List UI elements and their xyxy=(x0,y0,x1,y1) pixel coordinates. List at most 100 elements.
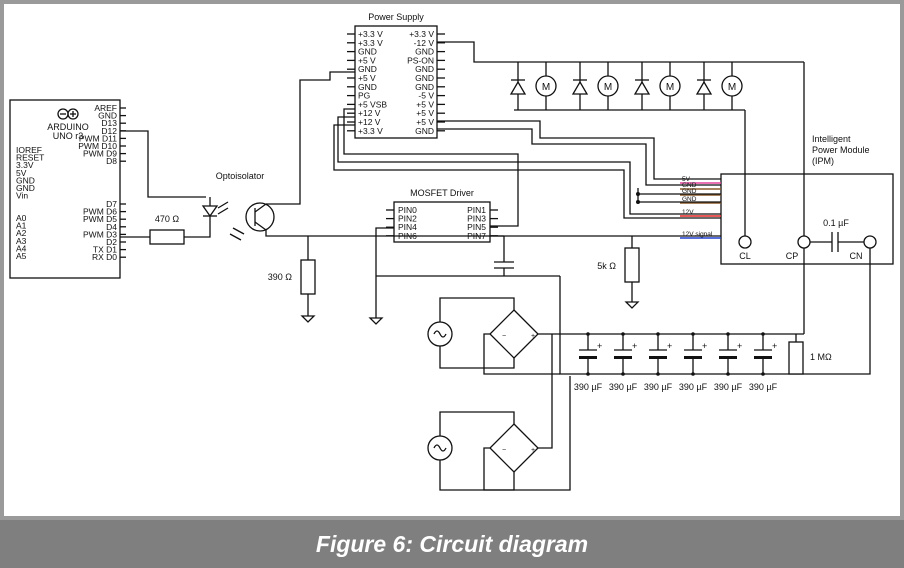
ground-icon xyxy=(624,301,640,309)
arduino-right-pin-label: GND xyxy=(98,111,117,121)
power-supply-left-pin-label: GND xyxy=(358,82,377,92)
motor-diode-pair: M xyxy=(571,62,619,110)
arduino-brand: ARDUINO xyxy=(47,122,89,132)
arduino-right-pin-label: PWM D11 xyxy=(79,133,117,143)
arduino-left-pin-label: GND xyxy=(16,183,35,193)
ipm-label-cp: CP xyxy=(786,251,799,261)
arduino-left-pin-label: A5 xyxy=(16,251,27,261)
motor-label: M xyxy=(666,82,674,93)
figure-caption: Figure 6: Circuit diagram xyxy=(315,530,589,557)
arduino-right-pin-label: D13 xyxy=(101,118,117,128)
arduino-right-pin-label: RX D0 xyxy=(92,252,117,262)
rectifier-plus: + xyxy=(531,447,535,454)
ground-icon xyxy=(368,317,384,325)
motor-label: M xyxy=(542,82,550,93)
arduino-left-pin-label: 3.3V xyxy=(16,160,34,170)
arduino-right-pin-label: D8 xyxy=(106,156,117,166)
bridge-rectifier-2: − + xyxy=(427,334,571,491)
mosfet-right-pin-label: PIN5 xyxy=(467,222,486,232)
caption-bar: Figure 6: Circuit diagram xyxy=(0,520,904,568)
diode-icon xyxy=(509,80,527,95)
arduino-right-pin-label: PWM D3 xyxy=(83,229,117,239)
power-supply-left-pin-label: +5 V xyxy=(358,73,376,83)
capacitor-label: 390 µF xyxy=(574,382,603,392)
ipm-label-cl: CL xyxy=(739,251,751,261)
power-supply-right-pin-label: +3.3 V xyxy=(409,29,434,39)
label-5k: 5k Ω xyxy=(597,261,616,271)
power-supply-left-pin-label: PG xyxy=(358,91,370,101)
capacitor-plate xyxy=(684,356,702,359)
resistor-1M xyxy=(788,341,804,375)
power-supply-right-pin-label: +5 V xyxy=(416,99,434,109)
resistor-390 xyxy=(300,259,316,295)
electrolytic-capacitor: +390 µF xyxy=(749,332,778,392)
mosfet-right-pin-label: PIN1 xyxy=(467,205,486,215)
mosfet-left-pin-label: PIN2 xyxy=(398,214,417,224)
power-supply-left-pin-label: +5 VSB xyxy=(358,99,387,109)
ipm-input-label: 12V xyxy=(682,209,694,216)
motor-diode-pair: M xyxy=(633,62,681,110)
motor-label: M xyxy=(604,82,612,93)
capacitor-plate xyxy=(754,356,772,359)
electrolytic-capacitor: +390 µF xyxy=(679,332,708,392)
capacitor-plus: + xyxy=(632,341,637,351)
label-1M: 1 MΩ xyxy=(810,352,832,362)
power-supply-right-pin-label: GND xyxy=(415,82,434,92)
arduino-left-pin-label: A1 xyxy=(16,221,27,231)
arduino-board: ARDUINO UNO r3 IOREFRESET3.3V5VGNDGNDVin… xyxy=(9,99,126,279)
arduino-left-pin-label: A3 xyxy=(16,236,27,246)
capacitor-label: 390 µF xyxy=(679,382,708,392)
power-supply-left-pin-label: +5 V xyxy=(358,55,376,65)
electrolytic-capacitor: +390 µF xyxy=(609,332,638,392)
arduino-right-pin-label: PWM D9 xyxy=(83,149,117,159)
arduino-logo-icon xyxy=(57,108,79,120)
bridge-rectifier-1: − + xyxy=(427,297,804,375)
arduino-left-pin-label: RESET xyxy=(16,153,44,163)
ground-icon xyxy=(300,315,316,323)
power-supply-left-pin-label: GND xyxy=(358,64,377,74)
capacitor-plus: + xyxy=(667,341,672,351)
mosfet-right-pin-label: PIN3 xyxy=(467,214,486,224)
capacitor-plus: + xyxy=(597,341,602,351)
rectifier-minus: − xyxy=(502,447,506,454)
capacitor-label: 390 µF xyxy=(749,382,778,392)
arduino-left-pin-label: Vin xyxy=(16,191,28,201)
power-supply-left-pin-label: +3.3 V xyxy=(358,38,383,48)
power-supply-right-pin-label: +5 V xyxy=(416,117,434,127)
arduino-right-pin-label: AREF xyxy=(94,103,117,113)
capacitor-bank: +390 µF+390 µF+390 µF+390 µF+390 µF+390 … xyxy=(574,332,778,392)
capacitor-label: 390 µF xyxy=(714,382,743,392)
rectifier-plus: + xyxy=(531,333,535,340)
power-supply-right-pin-label: GND xyxy=(415,126,434,136)
capacitor-plate xyxy=(579,356,597,359)
capacitor-plate xyxy=(719,356,737,359)
arduino-outline xyxy=(9,99,121,279)
capacitor-plate xyxy=(614,356,632,359)
mosfet-left-pin-label: PIN4 xyxy=(398,222,417,232)
arduino-right-pin-label: PWM D10 xyxy=(78,141,117,151)
arduino-right-pin-label: D4 xyxy=(106,222,117,232)
label-470: 470 Ω xyxy=(155,214,180,224)
motor-icon xyxy=(659,75,681,97)
ipm-title-line1: Intelligent xyxy=(812,134,851,144)
diode-icon xyxy=(571,80,589,95)
electrolytic-capacitor: +390 µF xyxy=(574,332,603,392)
capacitor-plus: + xyxy=(772,341,777,351)
arduino-left-pin-label: GND xyxy=(16,175,35,185)
power-supply-left-pin-label: +12 V xyxy=(358,117,381,127)
capacitor-plus: + xyxy=(702,341,707,351)
label-390: 390 Ω xyxy=(268,272,293,282)
arduino-left-pin-label: IOREF xyxy=(16,145,42,155)
resistor-5k xyxy=(624,247,640,283)
rectifier-minus: − xyxy=(502,333,506,340)
power-supply-left-pin-label: GND xyxy=(358,47,377,57)
ipm-terminal-cl xyxy=(738,235,752,249)
mosfet-driver-outline xyxy=(393,201,491,243)
power-supply-left-pin-label: +3.3 V xyxy=(358,126,383,136)
capacitor-label: 390 µF xyxy=(644,382,673,392)
